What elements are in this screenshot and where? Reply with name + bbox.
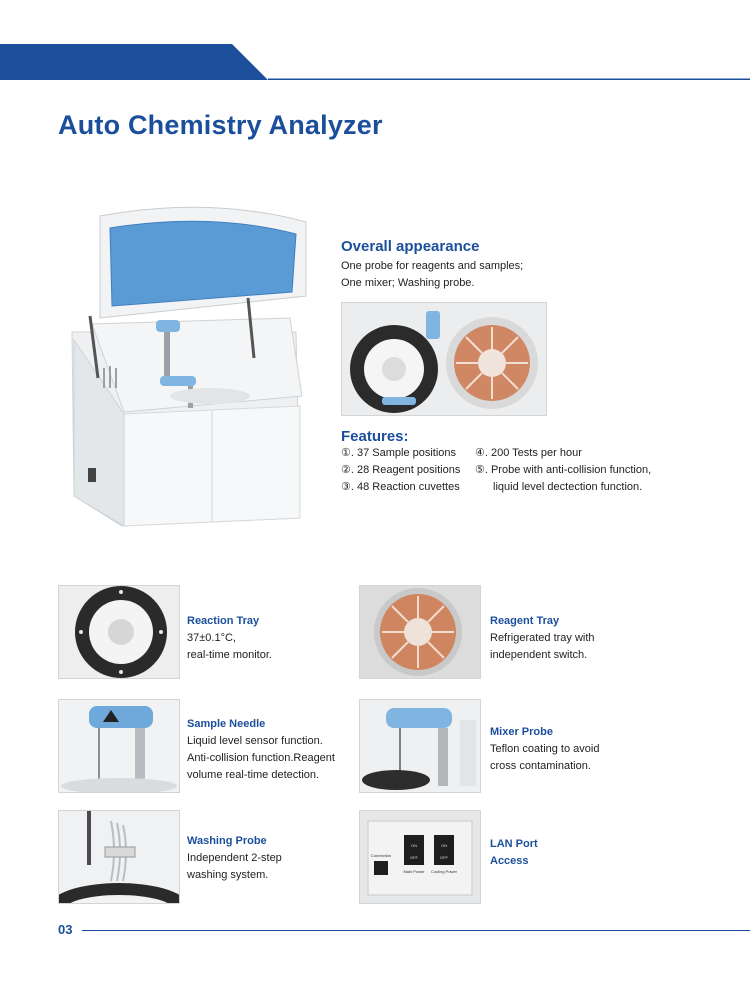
- card-title: Reaction Tray: [187, 615, 260, 627]
- card-line: Teflon coating to avoid: [490, 743, 600, 755]
- card-line: Liquid level sensor function.: [187, 735, 323, 747]
- main-power-off-label: OFF: [410, 855, 419, 860]
- overall-line: One probe for reagents and samples;: [341, 260, 524, 272]
- card-title: Reagent Tray: [490, 615, 560, 627]
- card-line: Anti-collision function.Reagent: [187, 752, 335, 764]
- card-title: LAN Port: [490, 838, 538, 850]
- card-title: Mixer Probe: [490, 726, 553, 738]
- card-line: Access: [490, 855, 529, 867]
- overall-line: One mixer; Washing probe.: [341, 277, 475, 289]
- features-list: ①. 37 Sample positions ④. 200 Tests per h…: [341, 445, 671, 496]
- main-power-label: Main Power: [403, 869, 425, 874]
- card-title: Washing Probe: [187, 835, 267, 847]
- main-power-on-label: ON: [411, 843, 417, 848]
- cooling-power-off-label: OFF: [440, 855, 449, 860]
- card-line: Independent 2-step: [187, 852, 282, 864]
- reagent-tray-image: [359, 585, 481, 679]
- reaction-tray-image: [58, 585, 180, 679]
- overall-appearance-heading: Overall appearance: [341, 238, 480, 255]
- page-number: 03: [58, 922, 73, 937]
- overall-appearance-text: One probe for reagents and samples; One …: [341, 258, 601, 292]
- card-line: Refrigerated tray with: [490, 632, 595, 644]
- lan-port-image: ON OFF ON OFF Main Power Cooling Power C…: [359, 810, 481, 904]
- feature-row: ②. 28 Reagent positions ⑤. Probe with ant…: [341, 462, 671, 479]
- mixer-probe-image: [359, 699, 481, 793]
- header-banner: [0, 44, 750, 80]
- features-heading: Features:: [341, 428, 409, 445]
- feature-row: ①. 37 Sample positions ④. 200 Tests per h…: [341, 445, 671, 462]
- cooling-power-label: Cooling Power: [431, 869, 458, 874]
- connection-label: Connection: [371, 853, 391, 858]
- analyzer-machine-image: [71, 206, 307, 527]
- cooling-power-on-label: ON: [441, 843, 447, 848]
- footer-rule: [82, 930, 750, 931]
- feature-item: ②. 28 Reagent positions: [341, 464, 461, 476]
- feature-item: ⑤. Probe with anti-collision function,: [475, 464, 652, 476]
- feature-item: ④. 200 Tests per hour: [475, 447, 582, 459]
- sample-needle-image: [58, 699, 180, 793]
- top-view-image: [341, 302, 547, 416]
- card-line: 37±0.1°C,: [187, 632, 236, 644]
- card-line: cross contamination.: [490, 760, 591, 772]
- card-line: washing system.: [187, 869, 269, 881]
- feature-item: ①. 37 Sample positions: [341, 447, 457, 459]
- washing-probe-image: [58, 810, 180, 904]
- reaction-tray-card-text: Reaction Tray 37±0.1°C, real-time monito…: [187, 613, 272, 664]
- page-title: Auto Chemistry Analyzer: [58, 110, 383, 140]
- lan-port-card-text: LAN Port Access: [490, 836, 538, 870]
- sample-needle-card-text: Sample Needle Liquid level sensor functi…: [187, 716, 335, 784]
- reagent-tray-card-text: Reagent Tray Refrigerated tray with inde…: [490, 613, 595, 664]
- card-title: Sample Needle: [187, 718, 266, 730]
- mixer-probe-card-text: Mixer Probe Teflon coating to avoid cros…: [490, 724, 599, 775]
- card-line: volume real-time detection.: [187, 769, 320, 781]
- feature-row: ③. 48 Reaction cuvettes liquid level dect…: [341, 479, 671, 496]
- card-line: independent switch.: [490, 649, 588, 661]
- card-line: real-time monitor.: [187, 649, 272, 661]
- feature-item: liquid level dectection function.: [493, 481, 643, 493]
- feature-item: ③. 48 Reaction cuvettes: [341, 481, 460, 493]
- washing-probe-card-text: Washing Probe Independent 2-step washing…: [187, 833, 282, 884]
